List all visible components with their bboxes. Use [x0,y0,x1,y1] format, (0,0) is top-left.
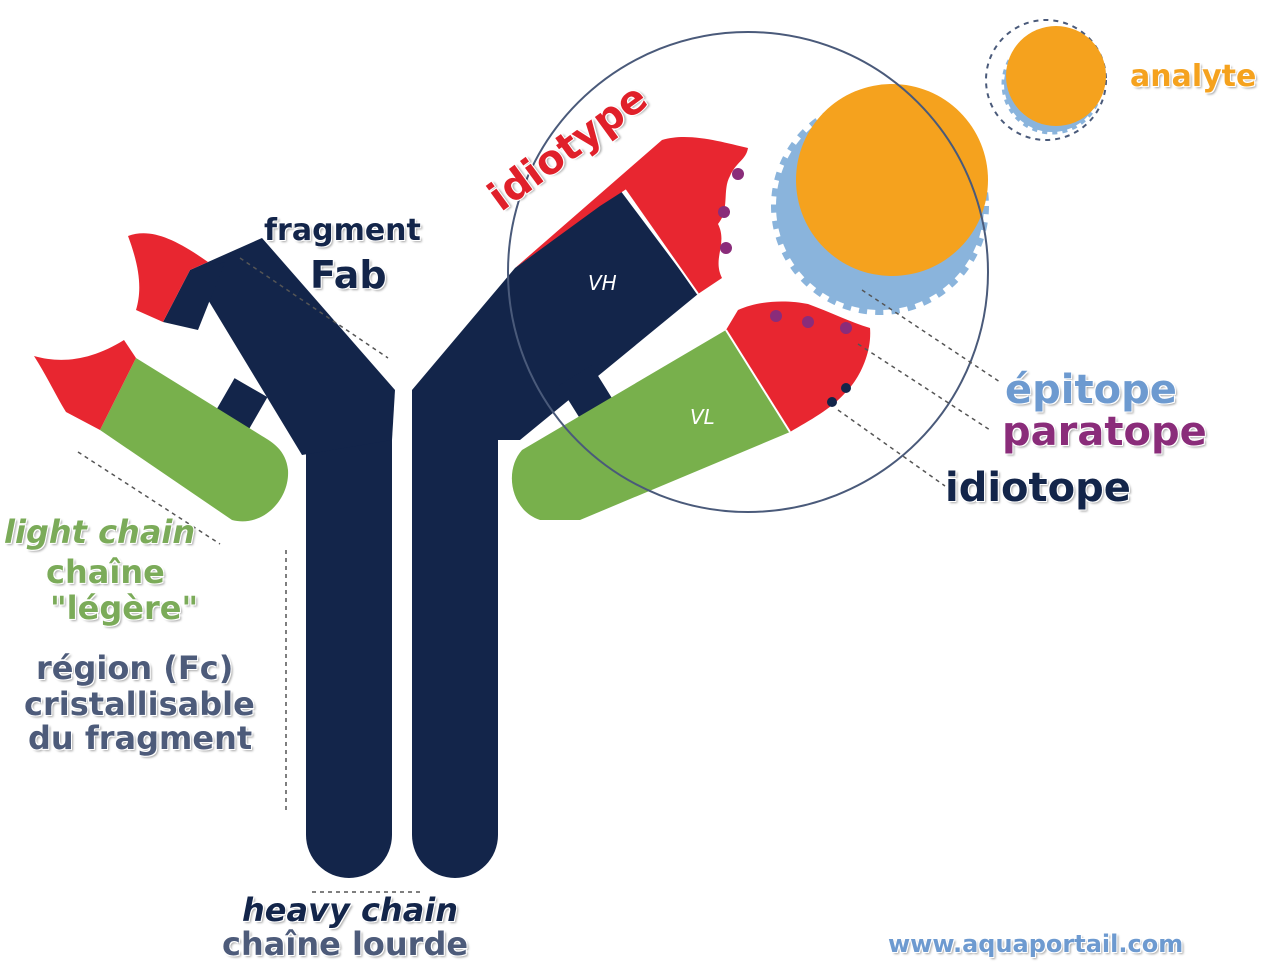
analyte-label: analyte [1130,59,1257,94]
fc-label-2: cristallisable [24,685,255,723]
left-fab-heavy-chain-end [163,262,225,330]
heavy-chain-en-label: heavy chain [242,891,459,929]
light-chain-fr-label-1: chaîne [46,553,165,591]
hinge-gap [392,440,412,454]
antigen [796,84,988,276]
idiotope-label: idiotope [945,465,1131,511]
right-light-chain [511,330,790,520]
paratope-leader-line [857,343,991,431]
fab-label: Fab [310,253,387,297]
right-fab-variable-heavy [515,137,748,294]
right-fab-heavy-chain [412,190,698,440]
left-light-tip [34,340,136,430]
vh-separator [624,189,699,295]
fc-label-3: du fragment [28,719,253,757]
paratope-dot [732,168,744,180]
vl-separator [725,329,791,433]
idiotope-dot [827,397,837,407]
zoom-circle [507,31,989,513]
left-fab-heavy-chain [190,238,395,455]
website-label[interactable]: www.aquaportail.com [888,930,1184,958]
light-chain-en-label: light chain [4,513,196,551]
fc-stem-left [306,382,392,878]
analyte [1006,26,1106,126]
paratope-dot [840,322,852,334]
heavy-chain-fr-label: chaîne lourde [222,925,469,963]
paratope-dot [720,242,732,254]
analyte-dashed-ring [985,19,1107,141]
light-chain-fr-label-2: "légère" [50,589,199,627]
fc-stem-right [412,382,498,878]
fab-leader-line [239,257,389,359]
left-light-chain [100,358,289,522]
idiotope-leader-line [837,409,946,487]
paratope-dot [770,310,782,322]
vl-label: VL [690,405,715,429]
vh-label: VH [588,271,617,295]
fragment-label: fragment [264,213,421,248]
epitope-label: épitope [1005,367,1177,413]
epitope-leader-line [861,289,1001,383]
paratope-label: paratope [1002,409,1207,455]
idiotope-dot [841,383,851,393]
paratope-dot [802,316,814,328]
paratope-dot [718,206,730,218]
left-fab-heavy-tip [128,233,208,322]
fc-label-1: région (Fc) [36,649,234,687]
